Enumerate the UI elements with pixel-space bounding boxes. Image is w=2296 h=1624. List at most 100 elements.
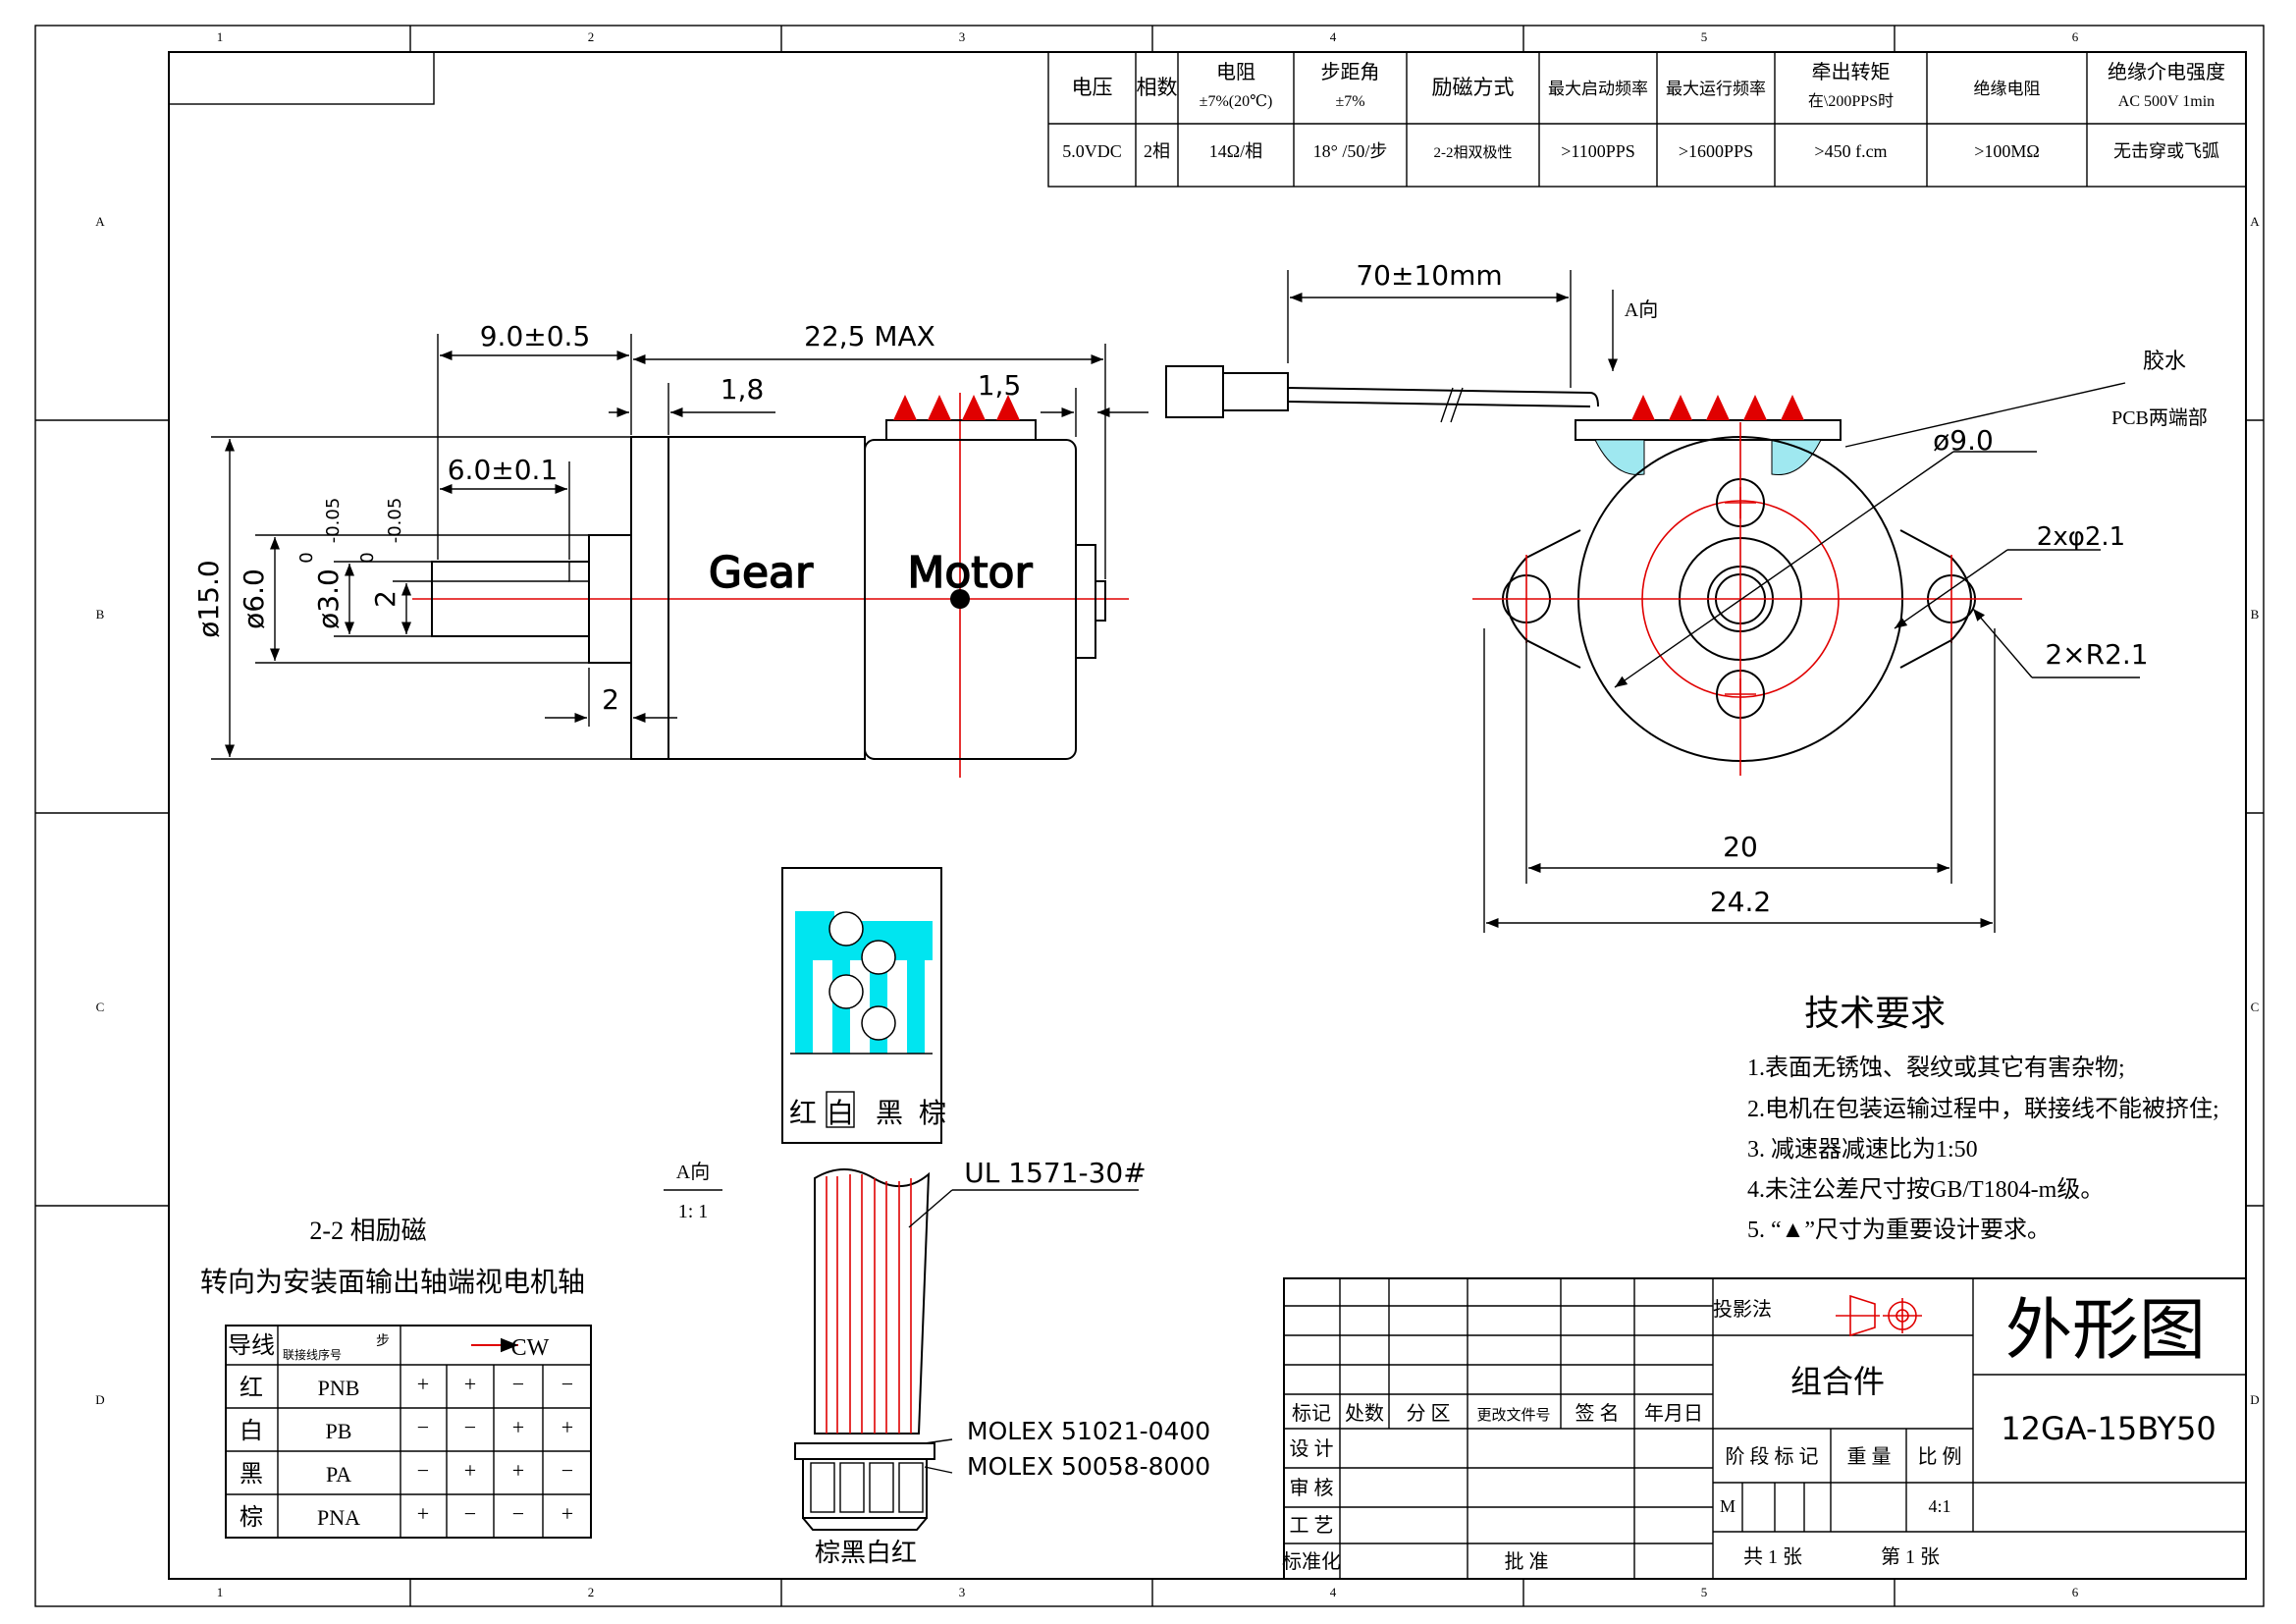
tb-page: 第 1 张 <box>1881 1545 1940 1568</box>
spec-header-5: 最大启动频率 <box>1548 80 1648 98</box>
exc-step-1-1: − <box>464 1415 476 1439</box>
tech-item-1: 1.表面无锈蚀、裂纹或其它有害杂物; <box>1747 1055 2125 1081</box>
spec-value-0: 5.0VDC <box>1062 141 1122 161</box>
tech-item-2: 2.电机在包装运输过程中，联接线不能被挤住; <box>1747 1096 2219 1122</box>
spec-header-6: 最大运行频率 <box>1666 80 1766 98</box>
spec-header-sub-2: ±7%(20℃) <box>1200 93 1273 110</box>
tb-h-sign: 签 名 <box>1575 1402 1620 1425</box>
dim-tol-a-lower: -0.05 <box>323 498 344 544</box>
exc-step-0-2: − <box>512 1372 524 1396</box>
pin-color-red: 红 <box>789 1098 817 1129</box>
zone-row-b: B <box>96 607 105 622</box>
dim-hub-length: 2 <box>602 683 619 716</box>
exc-step-3-3: + <box>561 1501 573 1526</box>
zone-row-a-r: A <box>2250 214 2260 229</box>
exc-header-step: 步 <box>376 1333 390 1349</box>
zone-col-1b: 1 <box>217 1585 224 1599</box>
dim-tol-a-upper: 0 <box>296 552 317 563</box>
spec-header-0: 电压 <box>1072 76 1113 99</box>
tb-approve: 批 准 <box>1505 1550 1549 1573</box>
tb-h-change: 更改文件号 <box>1476 1407 1550 1424</box>
glue-label: 胶水 <box>2143 349 2186 373</box>
tb-weight: 重 量 <box>1847 1445 1892 1468</box>
connector-pinout: 红 白 黑 棕 棕黑白红 UL 1571-30# MOLEX 51021-040… <box>664 867 1210 1567</box>
spec-header-8: 绝缘电阻 <box>1974 80 2041 98</box>
exc-step-1-2: + <box>512 1415 524 1439</box>
spec-value-9: 无击穿或飞弧 <box>2113 141 2219 161</box>
exc-row-color-2: 黑 <box>240 1462 263 1488</box>
dim-hole-diameter: 2xφ2.1 <box>2037 522 2125 552</box>
tb-role-design: 设 计 <box>1290 1437 1334 1460</box>
zone-col-1: 1 <box>217 29 224 44</box>
spec-value-8: >100MΩ <box>1974 141 2040 161</box>
zone-row-a: A <box>95 214 105 229</box>
tech-item-5: 5. “▲”尺寸为重要设计要求。 <box>1747 1217 2051 1243</box>
exc-row-name-2: PA <box>326 1462 351 1487</box>
spec-header-9: 绝缘介电强度 <box>2108 61 2225 83</box>
wire-spec: UL 1571-30# <box>964 1157 1146 1189</box>
spec-value-4: 2-2相双极性 <box>1434 144 1513 161</box>
pin-color-white: 白 <box>827 1098 854 1129</box>
exc-step-2-2: + <box>512 1458 524 1483</box>
exc-step-3-2: − <box>512 1501 524 1526</box>
connector-part-2: MOLEX 50058-8000 <box>967 1452 1210 1481</box>
tb-drawing-name: 外形图 <box>2005 1293 2206 1368</box>
spec-value-2: 14Ω/相 <box>1209 141 1262 161</box>
tb-h-count: 处数 <box>1345 1402 1384 1425</box>
spec-header-2: 电阻 <box>1216 61 1255 83</box>
zone-col-5: 5 <box>1701 29 1708 44</box>
dim-flat-length: 6.0±0.1 <box>448 454 559 486</box>
side-view: Gear Motor ø15.0 ø6.0 ø3.0 0 -0.05 2 0 -… <box>192 320 1148 778</box>
spec-header-3: 步距角 <box>1321 61 1380 83</box>
dim-flange-thickness: 1,8 <box>721 373 765 406</box>
front-view: 70±10mm A向 胶水 PCB两端部 ø9.0 2xφ2.1 2×R2.1 … <box>1165 259 2208 933</box>
tb-total: 共 1 张 <box>1743 1545 1802 1568</box>
exc-header-wire: 导线 <box>228 1332 275 1359</box>
zone-row-b-r: B <box>2251 607 2260 622</box>
dim-tol-b-lower: -0.05 <box>385 498 405 544</box>
tb-model: 12GA-15BY50 <box>2001 1410 2216 1447</box>
exc-row-name-1: PB <box>326 1419 352 1443</box>
tech-requirements: 技术要求 1.表面无锈蚀、裂纹或其它有害杂物; 2.电机在包装运输过程中，联接线… <box>1747 994 2219 1243</box>
label-motor: Motor <box>907 548 1033 598</box>
zone-col-2b: 2 <box>588 1585 595 1599</box>
connector-part-1: MOLEX 51021-0400 <box>967 1417 1210 1445</box>
pin-color-brown: 棕 <box>919 1098 946 1129</box>
zone-col-6: 6 <box>2072 29 2079 44</box>
spec-header-4: 励磁方式 <box>1432 76 1515 99</box>
spec-header-sub-9: AC 500V 1min <box>2118 93 2215 110</box>
exc-row-color-3: 棕 <box>240 1504 263 1531</box>
exc-step-2-0: − <box>417 1458 429 1483</box>
tb-stage-mark: M <box>1720 1496 1735 1516</box>
exc-step-2-1: + <box>464 1458 476 1483</box>
exc-row-name-0: PNB <box>318 1376 360 1400</box>
dim-shaft-length: 9.0±0.5 <box>480 320 591 352</box>
exc-step-1-3: + <box>561 1415 573 1439</box>
tb-h-zone: 分 区 <box>1407 1402 1451 1425</box>
spec-value-5: >1100PPS <box>1561 141 1635 161</box>
spec-value-7: >450 f.cm <box>1814 141 1887 161</box>
tb-role-standard: 标准化 <box>1282 1550 1341 1573</box>
tech-item-3: 3. 减速器减速比为1:50 <box>1747 1136 1978 1163</box>
dim-body-diameter: ø15.0 <box>192 560 225 637</box>
dim-shaft-flat: 2 <box>369 590 401 608</box>
dim-shaft-diameter: ø3.0 <box>312 568 345 629</box>
exc-step-2-3: − <box>561 1458 573 1483</box>
zone-row-c-r: C <box>2251 1000 2260 1014</box>
dim-lead-length: 70±10mm <box>1356 259 1502 292</box>
exc-header-cw: CW <box>511 1335 550 1361</box>
spec-header-7: 牵出转矩 <box>1812 61 1891 83</box>
excitation-subtitle: 转向为安装面输出轴端视电机轴 <box>200 1267 585 1298</box>
spec-value-1: 2相 <box>1144 141 1170 161</box>
tb-ratio-label: 比 例 <box>1918 1445 1962 1468</box>
tech-item-4: 4.未注公差尺寸按GB/T1804-m级。 <box>1747 1176 2104 1203</box>
tb-assembly: 组合件 <box>1790 1364 1885 1399</box>
title-block: 投影法 组合件 外形图 12GA-15BY50 标记 处数 分 区 更改文件号 … <box>1282 1277 2247 1580</box>
connector-bottom-colors: 棕黑白红 <box>815 1539 917 1567</box>
tb-projection: 投影法 <box>1713 1298 1772 1321</box>
dim-radius: 2×R2.1 <box>2045 638 2148 671</box>
pcb-label: PCB两端部 <box>2111 406 2208 429</box>
exc-step-3-0: + <box>417 1501 429 1526</box>
